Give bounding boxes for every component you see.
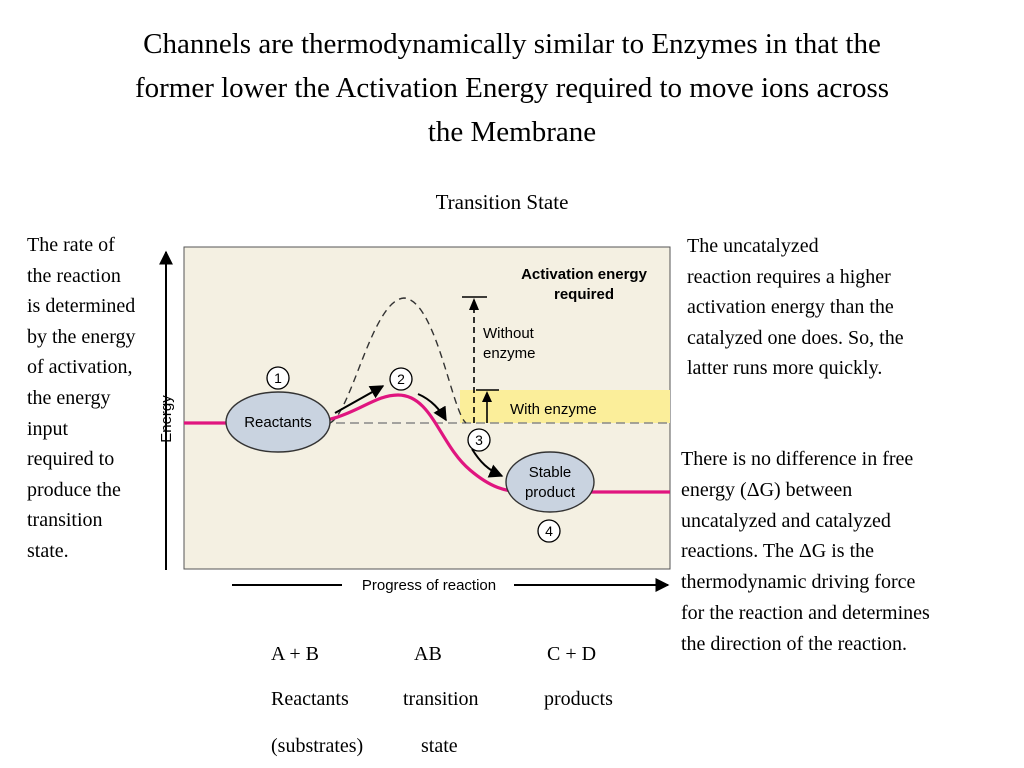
uncatalyzed-note-line: latter runs more quickly. xyxy=(687,357,883,380)
eq-products-label: products xyxy=(544,688,613,710)
rate-note-line: is determined xyxy=(27,295,136,318)
reactants-bubble xyxy=(225,391,331,453)
free-energy-note-line: the direction of the reaction. xyxy=(681,632,908,655)
step-3-circle xyxy=(467,428,491,452)
progress-arrow-1 xyxy=(334,385,385,414)
rate-note-line: by the energy xyxy=(27,325,136,348)
product-label-line1: Stable xyxy=(529,464,572,481)
step-1-number: 1 xyxy=(274,370,282,386)
rate-note-line: state. xyxy=(27,539,69,562)
uncatalyzed-note-line: catalyzed one does. So, the xyxy=(687,326,904,349)
with-enzyme-band xyxy=(460,390,670,423)
catalyzed-curve xyxy=(184,393,670,494)
rate-note-line: produce the xyxy=(27,478,121,501)
uncatalyzed-curve xyxy=(329,297,467,424)
free-energy-note-line: thermodynamic driving force xyxy=(681,571,916,594)
product-label-line2: product xyxy=(525,484,576,501)
rate-note: The rate of the reaction is determined b… xyxy=(27,230,177,567)
reactants-label: Reactants xyxy=(244,414,312,431)
progress-arrow-2 xyxy=(417,393,447,422)
uncatalyzed-note: The uncatalyzed reaction requires a high… xyxy=(687,231,1007,384)
rate-note-line: input xyxy=(27,417,69,440)
free-energy-note-line: energy (ΔG) between xyxy=(681,478,853,501)
rate-note-line: transition xyxy=(27,509,103,532)
title-line-3: the Membrane xyxy=(427,116,597,148)
step-2-circle xyxy=(389,367,413,391)
step-2-number: 2 xyxy=(397,371,405,387)
rate-note-line: The rate of xyxy=(27,234,115,256)
free-energy-note-line: reactions. The ΔG is the xyxy=(681,540,874,563)
without-enzyme-line2: enzyme xyxy=(483,345,536,362)
product-bubble xyxy=(505,451,595,513)
rate-note-line: the reaction xyxy=(27,264,121,287)
y-axis-label: Energy xyxy=(158,395,175,443)
eq-state-label: state xyxy=(421,735,458,757)
eq-reactants: A + B xyxy=(271,643,319,665)
step-1-circle xyxy=(266,366,290,390)
rate-note-line: the energy xyxy=(27,386,111,409)
free-energy-note: There is no difference in free energy (Δ… xyxy=(681,444,1011,660)
with-enzyme-arrowhead xyxy=(482,391,492,402)
uncatalyzed-note-line: activation energy than the xyxy=(687,296,894,319)
title-line-1: Channels are thermodynamically similar t… xyxy=(143,28,881,60)
free-energy-note-line: There is no difference in free xyxy=(681,448,914,470)
with-enzyme-label: With enzyme xyxy=(510,401,597,418)
progress-arrow-3 xyxy=(471,448,504,478)
eq-reactants-label: Reactants xyxy=(271,688,349,710)
activation-header-line2: required xyxy=(554,286,614,303)
eq-transition-label: transition xyxy=(403,688,479,710)
step-4-number: 4 xyxy=(545,523,553,539)
free-energy-note-line: uncatalyzed and catalyzed xyxy=(681,509,891,532)
uncatalyzed-note-line: The uncatalyzed xyxy=(687,235,819,257)
eq-transition: AB xyxy=(414,643,442,665)
step-3-number: 3 xyxy=(475,432,483,448)
free-energy-note-line: for the reaction and determines xyxy=(681,601,930,624)
without-enzyme-line1: Without xyxy=(483,325,535,342)
title-line-2: former lower the Activation Energy requi… xyxy=(134,72,890,104)
slide-title: Channels are thermodynamically similar t… xyxy=(40,22,984,154)
rate-note-line: required to xyxy=(27,448,115,471)
x-axis-label: Progress of reaction xyxy=(362,577,496,594)
uncatalyzed-note-line: reaction requires a higher xyxy=(687,265,891,288)
transition-state-label: Transition State xyxy=(435,190,569,214)
rate-note-line: of activation, xyxy=(27,356,133,379)
step-4-circle xyxy=(537,519,561,543)
without-enzyme-arrowhead xyxy=(469,298,479,310)
eq-products: C + D xyxy=(547,643,597,665)
eq-substrates-label: (substrates) xyxy=(271,735,364,757)
activation-header-line1: Activation energy xyxy=(521,266,648,283)
